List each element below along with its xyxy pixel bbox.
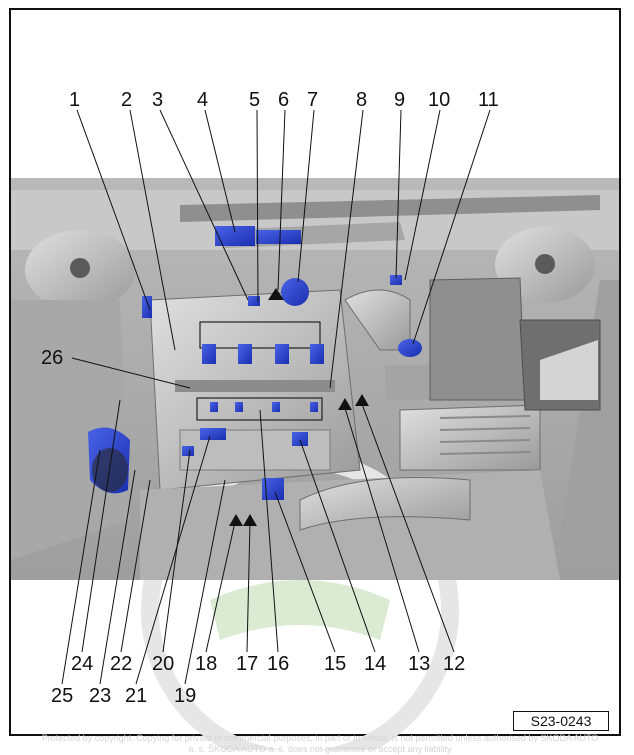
callout-26: 26 [41, 347, 64, 369]
arrow-18 [229, 514, 243, 526]
callout-7: 7 [307, 89, 319, 111]
wiper-linkage [180, 195, 600, 222]
blue-part-11 [398, 339, 422, 357]
fuse-box-label [540, 340, 598, 400]
blue-part-connector [256, 230, 301, 244]
figure-reference: S23-0243 [513, 711, 609, 731]
injector-1 [202, 344, 216, 364]
injector-box-lower [196, 397, 323, 421]
air-duct [385, 365, 430, 400]
blue-part-control-unit [215, 226, 255, 246]
blue-part-20 [182, 446, 194, 456]
callout-24: 24 [71, 653, 94, 675]
copyright-watermark: Protected by copyright. Copying for priv… [41, 733, 599, 754]
injector-2 [238, 344, 252, 364]
blue-part-9 [390, 275, 402, 285]
blue-part-14 [292, 432, 308, 446]
callout-18: 18 [195, 653, 218, 675]
fuel-rail [175, 380, 335, 392]
injector-4 [310, 344, 324, 364]
callout-6: 6 [278, 89, 290, 111]
blue-part-3 [248, 296, 260, 306]
arrow-12 [355, 394, 369, 406]
callout-4: 4 [197, 89, 209, 111]
blue-part-sensor-7 [281, 278, 309, 306]
callout-11: 11 [478, 89, 499, 111]
callout-16: 16 [267, 653, 290, 675]
blue-part-21 [200, 428, 226, 440]
air-filter-housing [399, 404, 541, 471]
callout-13: 13 [408, 653, 431, 675]
leader-lines [61, 109, 491, 685]
left-strut-nut [70, 258, 90, 278]
callout-17: 17 [236, 653, 259, 675]
callout-9: 9 [394, 89, 406, 111]
callout-8: 8 [356, 89, 368, 111]
callout-22: 22 [110, 653, 133, 675]
blue-part-left-sensor [142, 296, 152, 318]
injector-box-upper [199, 321, 321, 349]
callout-20: 20 [152, 653, 175, 675]
callout-21: 21 [125, 685, 148, 707]
arrow-13 [338, 398, 352, 410]
callout-19: 19 [174, 685, 197, 707]
arrow-17 [243, 514, 257, 526]
fuel-filter-base [92, 448, 128, 492]
callout-23: 23 [89, 685, 112, 707]
callout-14: 14 [364, 653, 387, 675]
callout-25: 25 [51, 685, 74, 707]
callout-5: 5 [249, 89, 261, 111]
right-strut-nut [535, 254, 555, 274]
callout-1: 1 [69, 89, 81, 111]
charge-air-pipe [299, 477, 471, 531]
callout-12: 12 [443, 653, 466, 675]
arrow-6 [268, 288, 284, 300]
callout-15: 15 [324, 653, 347, 675]
blue-part-15 [262, 478, 284, 500]
right-inner-fender [560, 280, 619, 560]
battery-cover [429, 277, 526, 401]
watermark-logo-shape [210, 580, 390, 640]
callout-2: 2 [121, 89, 133, 111]
callout-10: 10 [428, 89, 451, 111]
injector-3 [275, 344, 289, 364]
callout-3: 3 [152, 89, 164, 111]
air-intake-pipe [344, 289, 411, 351]
